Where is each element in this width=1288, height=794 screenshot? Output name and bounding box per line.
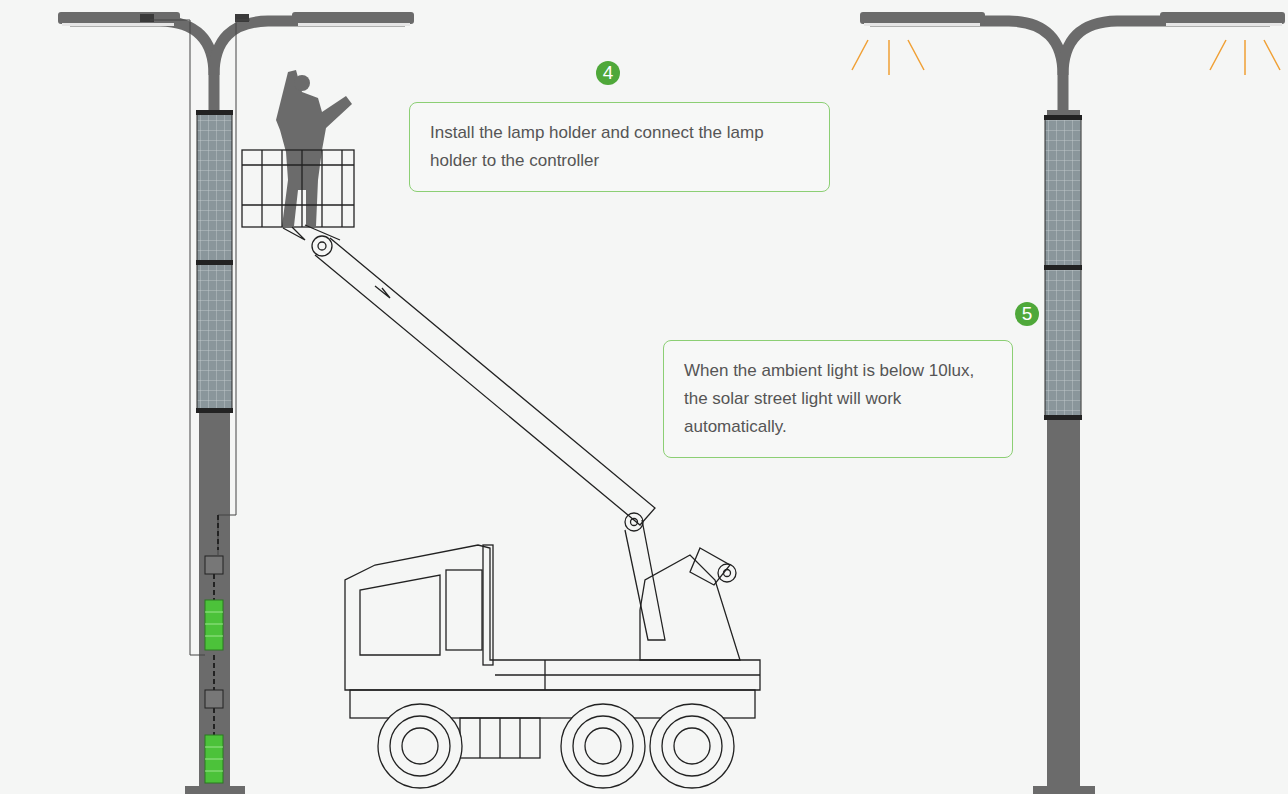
callout-number: 5	[1015, 302, 1039, 326]
step-note-box: When the ambient light is below 10lux, t…	[663, 340, 1013, 458]
callout-text: 5	[1022, 303, 1033, 325]
note-text: When the ambient light is below 10lux, t…	[684, 357, 992, 441]
note-text: Install the lamp holder and connect the …	[430, 119, 809, 175]
step-note-box: Install the lamp holder and connect the …	[409, 102, 830, 192]
left-pole	[58, 12, 414, 794]
callout-number: 4	[596, 61, 620, 85]
callout-text: 4	[603, 62, 614, 84]
